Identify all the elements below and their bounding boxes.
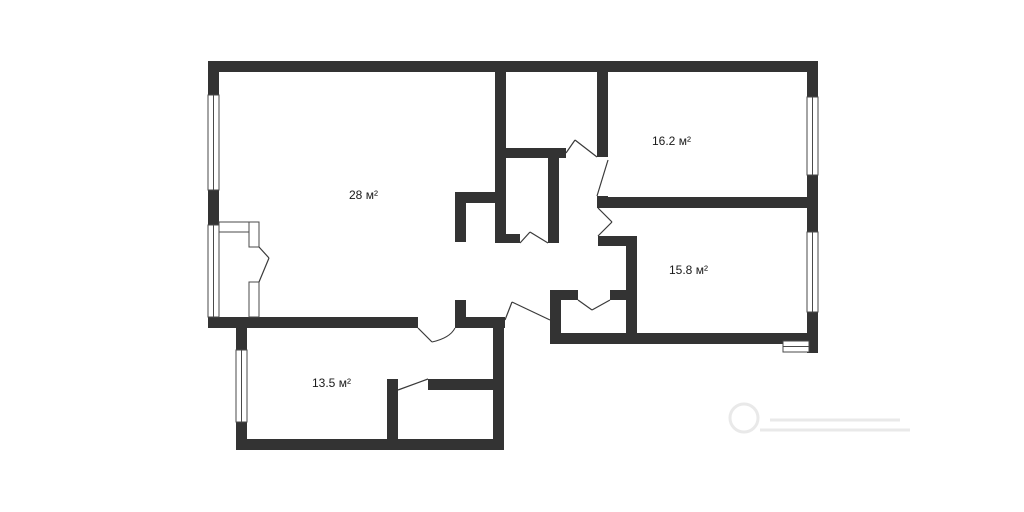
door-entrance (504, 301, 551, 321)
doors (258, 139, 613, 391)
wall-storage-top (506, 148, 566, 158)
wall-bath-top (550, 290, 578, 300)
wall-pantry-top (428, 379, 504, 390)
windows (207, 94, 819, 423)
window-balcony (207, 221, 260, 318)
window-bedroom2 (806, 231, 819, 313)
door-bedroom2 (597, 207, 613, 237)
walls (208, 61, 818, 450)
wall-bedroom1-left-lower (597, 196, 608, 208)
room-label-kitchen: 13.5 м² (312, 376, 351, 390)
room-label-bedroom-1: 16.2 м² (652, 134, 691, 148)
wall-storage-left (495, 61, 506, 243)
window-bedroom1 (806, 96, 819, 176)
room-label-living: 28 м² (349, 188, 378, 202)
door-kitchen (417, 327, 456, 343)
wall-hall-stub-side (455, 192, 466, 242)
wall-kitchen-bottom (236, 439, 504, 450)
window-bedroom2-bottom (782, 340, 810, 353)
wall-bath-left (550, 290, 561, 344)
wall-bath-top-right (610, 290, 637, 300)
wall-storage-inner (548, 148, 559, 243)
wall-outer-left (208, 61, 219, 328)
wall-bedroom2-left-top (598, 236, 637, 246)
door-bathroom (577, 299, 611, 311)
wall-bedroom1-left (597, 61, 608, 157)
wall-bedroom2-left (626, 236, 637, 333)
wall-outer-top (208, 61, 818, 72)
door-bedroom1 (565, 139, 609, 197)
wall-bedroom2-bottom (550, 333, 818, 344)
wall-living-bottom-right (455, 317, 505, 328)
wall-hall-post (455, 300, 466, 328)
wall-living-bottom-left (208, 317, 418, 328)
wall-pantry-left (387, 379, 398, 450)
window-living (207, 94, 220, 191)
window-kitchen (235, 349, 248, 423)
wall-bedroom-divider (608, 197, 818, 208)
room-label-bedroom-2: 15.8 м² (669, 263, 708, 277)
door-balcony (258, 246, 270, 283)
watermark-logo (728, 402, 910, 434)
wall-storage-bottom (495, 234, 520, 243)
door-storage (519, 231, 549, 244)
wall-hall-stub-top (455, 192, 495, 203)
door-pantry (397, 378, 429, 391)
